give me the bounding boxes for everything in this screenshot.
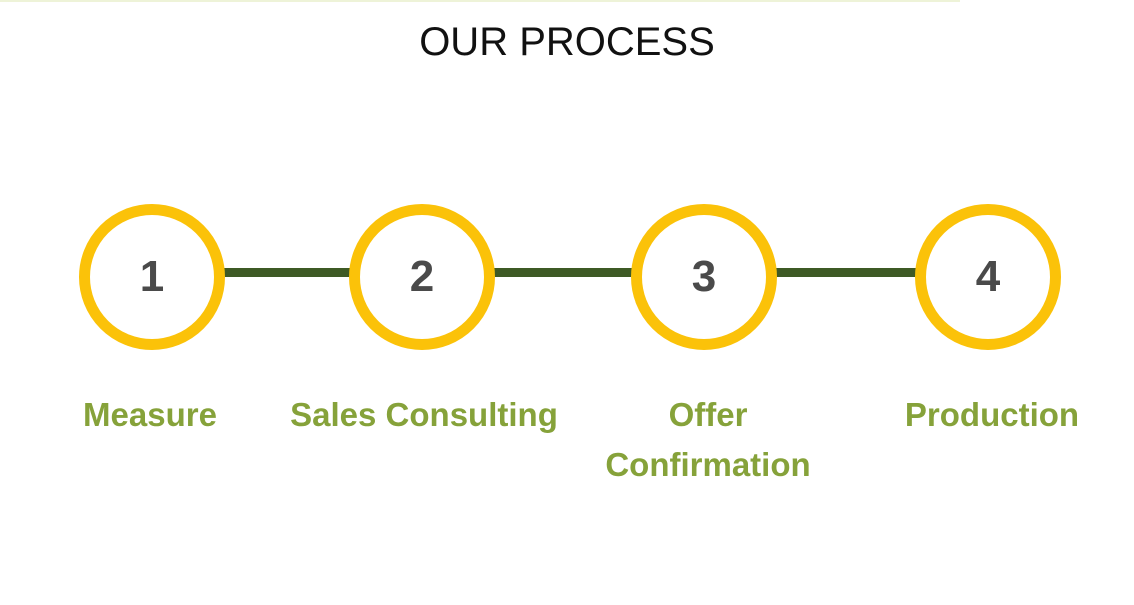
step-1-circle: 1: [79, 204, 225, 350]
connector-3-4: [766, 268, 926, 277]
step-1-label: Measure: [0, 390, 300, 440]
step-4-label: Production: [842, 390, 1134, 440]
step-2-label-text: Sales Consulting: [290, 396, 558, 433]
connector-1-2: [214, 268, 360, 277]
step-2-number: 2: [409, 252, 435, 301]
step-1-label-text: Measure: [83, 396, 217, 433]
step-3-label: Offer Confirmation: [558, 390, 858, 490]
top-divider: [0, 0, 960, 2]
step-2-circle: 2: [349, 204, 495, 350]
step-3-circle: 3: [631, 204, 777, 350]
connector-2-3: [484, 268, 642, 277]
step-3-label-line1: Offer: [668, 396, 748, 433]
step-1-number: 1: [139, 252, 165, 301]
step-2-label: Sales Consulting: [274, 390, 574, 440]
step-3-number: 3: [691, 252, 717, 301]
step-4-circle: 4: [915, 204, 1061, 350]
step-4-number: 4: [975, 252, 1001, 301]
step-3-label-line2: Confirmation: [605, 446, 811, 483]
step-4-label-text: Production: [904, 396, 1080, 433]
page-title: OUR PROCESS: [419, 20, 715, 64]
